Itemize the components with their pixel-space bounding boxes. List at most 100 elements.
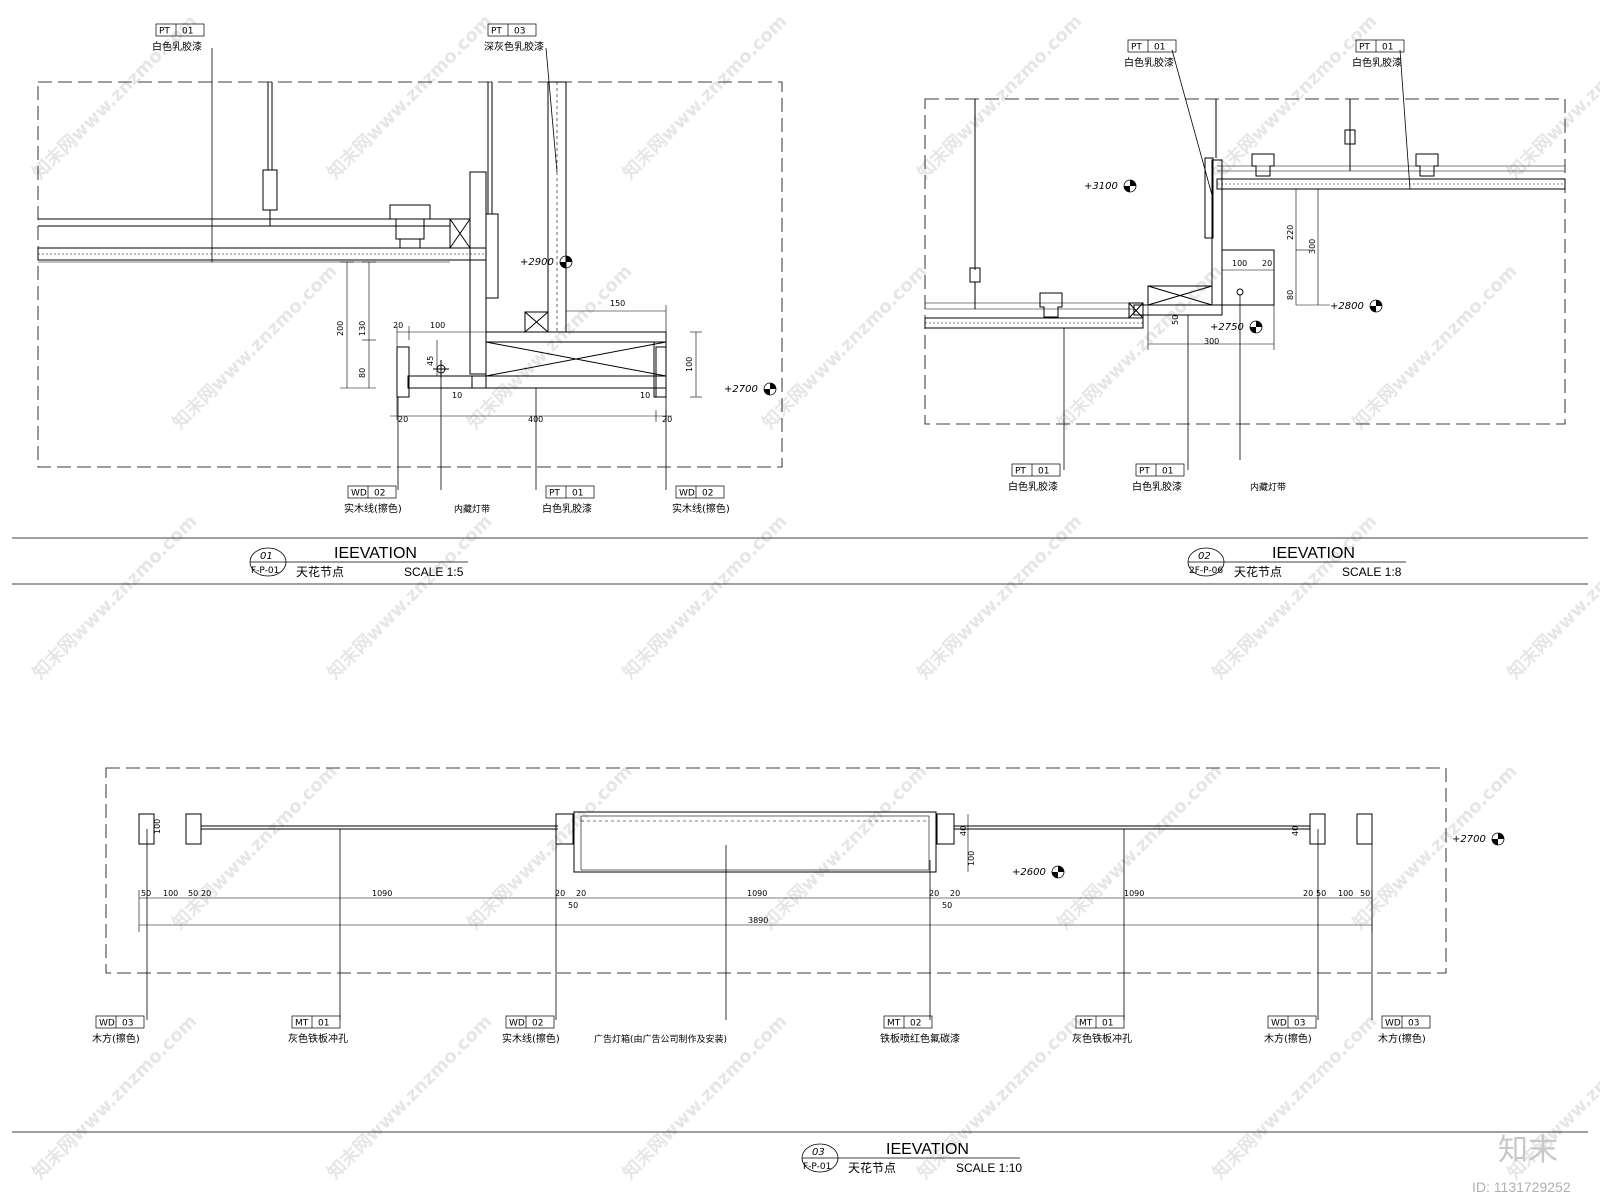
dimension-label: 100	[685, 357, 694, 372]
detail-scale: SCALE 1:5	[404, 565, 464, 579]
watermark: 知末网www.znzmo.com	[463, 260, 636, 433]
material-tag	[545, 485, 595, 499]
material-code: PT	[1139, 467, 1150, 477]
dimension-label: 100	[163, 889, 178, 898]
dimension-label: 10	[452, 391, 462, 400]
dimension-label: 100	[153, 819, 162, 834]
image-id: ID: 1131729252	[1472, 1179, 1571, 1195]
dimension-label: 50	[141, 889, 151, 898]
material-tag	[1135, 463, 1185, 477]
dimension-label: 20	[201, 889, 211, 898]
dimension-label: 100	[1338, 889, 1353, 898]
elevation-marker	[559, 255, 573, 269]
dimension-label: 20	[576, 889, 586, 898]
material-code: WD	[1385, 1019, 1401, 1029]
dimension-label: 20	[555, 889, 565, 898]
material-description: 木方(擦色)	[92, 1032, 140, 1045]
watermark: 知末网www.znzmo.com	[28, 510, 201, 683]
material-tag	[675, 485, 725, 499]
elevation-marker	[763, 382, 777, 396]
dimension-label: 130	[358, 321, 367, 336]
material-description: 白色乳胶漆	[152, 40, 202, 53]
material-number: 03	[1294, 1019, 1305, 1029]
elevation-label: +2600	[1012, 867, 1046, 878]
material-description: 白色乳胶漆	[1132, 480, 1182, 493]
material-number: 01	[1154, 43, 1165, 53]
dimension-label: 50	[942, 901, 952, 910]
dimension-label: 220	[1286, 225, 1295, 240]
dimension-label: 50	[1316, 889, 1326, 898]
material-code: MT	[295, 1019, 309, 1029]
material-description: 白色乳胶漆	[1124, 56, 1174, 69]
material-description: 木方(擦色)	[1378, 1032, 1426, 1045]
material-code: PT	[1359, 43, 1370, 53]
dimension-label: 20	[1303, 889, 1313, 898]
dimension-label: 300	[1308, 239, 1317, 254]
material-tag	[347, 485, 397, 499]
material-code: PT	[491, 27, 502, 37]
watermark: 知末网www.znzmo.com	[323, 510, 496, 683]
detail-title: IEEVATION	[886, 1141, 969, 1158]
watermark: 知末网www.znzmo.com	[168, 260, 341, 433]
material-tag	[1355, 39, 1405, 53]
watermark: 知末网www.znzmo.com	[1348, 760, 1521, 933]
material-description: 灰色铁板冲孔	[1072, 1032, 1132, 1045]
detail-name: 天花节点	[1234, 564, 1282, 579]
material-tag	[1011, 463, 1061, 477]
material-description: 铁板喷红色氟碳漆	[880, 1032, 960, 1045]
material-number: 01	[1038, 467, 1049, 477]
dimension-label: 20	[662, 415, 672, 424]
detail-number: 02	[1198, 551, 1211, 562]
material-number: 01	[1102, 1019, 1113, 1029]
watermark: 知末网www.znzmo.com	[323, 10, 496, 183]
dimension-label: 50	[1360, 889, 1370, 898]
dimension-label: 10	[640, 391, 650, 400]
material-tag	[1267, 1015, 1317, 1029]
material-code: WD	[1271, 1019, 1287, 1029]
material-number: 02	[702, 489, 713, 499]
dimension-label: 20	[1262, 259, 1272, 268]
material-code: WD	[351, 489, 367, 499]
material-number: 03	[514, 27, 525, 37]
watermark: 知末网www.znzmo.com	[913, 10, 1086, 183]
dimension-label: 150	[610, 299, 625, 308]
material-tag	[95, 1015, 145, 1029]
material-description: 内藏灯带	[1250, 481, 1286, 493]
detail-number: 01	[260, 551, 273, 562]
material-tag	[155, 23, 205, 37]
material-number: 01	[318, 1019, 329, 1029]
elevation-label: +2700	[724, 384, 758, 395]
material-description: 木方(擦色)	[1264, 1032, 1312, 1045]
watermark: 知末网www.znzmo.com	[1503, 10, 1600, 183]
sheet-reference: 2F-P-06	[1189, 566, 1223, 576]
material-tag	[1127, 39, 1177, 53]
material-code: WD	[99, 1019, 115, 1029]
material-description: 白色乳胶漆	[1008, 480, 1058, 493]
watermark: 知末网www.znzmo.com	[1208, 510, 1381, 683]
detail-title: IEEVATION	[334, 545, 417, 562]
material-code: WD	[679, 489, 695, 499]
watermark: 知末网www.znzmo.com	[618, 510, 791, 683]
dimension-label: 45	[426, 356, 435, 366]
watermark: 知末网www.znzmo.com	[618, 10, 791, 183]
elevation-marker	[1051, 865, 1065, 879]
elevation-marker	[1369, 299, 1383, 313]
detail-03	[105, 767, 1447, 1020]
detail-title: IEEVATION	[1272, 545, 1355, 562]
watermark: 知末网www.znzmo.com	[1348, 260, 1521, 433]
material-number: 01	[1162, 467, 1173, 477]
brand-logo: 知末	[1498, 1133, 1558, 1168]
material-description: 实木线(擦色)	[344, 502, 402, 515]
dimension-label: 40	[959, 826, 968, 836]
sheet-reference: F-P-01	[251, 566, 279, 576]
material-number: 03	[122, 1019, 133, 1029]
dimension-label: 400	[528, 415, 543, 424]
detail-scale: SCALE 1:10	[956, 1161, 1022, 1175]
material-description: 内藏灯带	[454, 503, 490, 515]
dimension-label: 100	[967, 851, 976, 866]
dimension-label: 100	[1232, 259, 1247, 268]
dimension-label: 50	[568, 901, 578, 910]
material-number: 03	[1408, 1019, 1419, 1029]
